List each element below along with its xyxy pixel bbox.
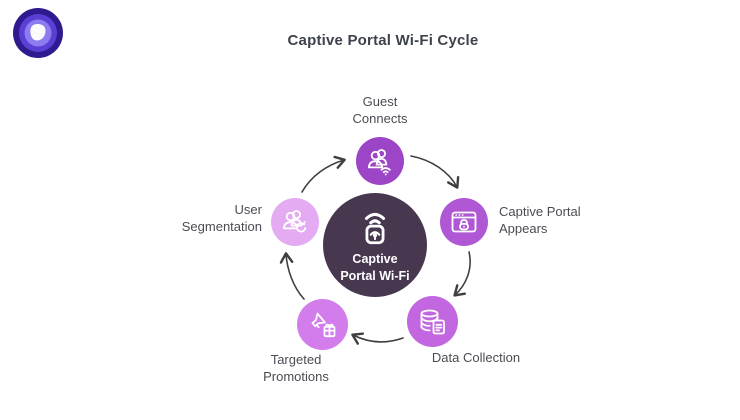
arrow-promotions-to-segmentation (279, 252, 305, 300)
node-captive-portal-appears-circle (440, 198, 488, 246)
arrow-portal-to-data (453, 251, 471, 297)
browser-lock-icon (448, 206, 480, 238)
arrow-guest-to-portal (410, 155, 460, 189)
database-document-icon (417, 306, 449, 338)
node-captive-portal-appears-label: Captive Portal Appears (499, 204, 581, 236)
node-targeted-promotions-label: Targeted Promotions (263, 352, 329, 384)
brand-logo-icon (13, 8, 63, 58)
wifi-padlock-icon (356, 206, 394, 250)
megaphone-gift-icon (307, 309, 339, 341)
arrow-data-to-promotions (351, 332, 404, 345)
node-targeted-promotions-circle (297, 299, 348, 350)
brand-logo[interactable] (12, 7, 64, 59)
page-title: Captive Portal Wi-Fi Cycle (287, 32, 479, 49)
center-node: Captive Portal Wi-Fi (323, 193, 427, 297)
users-refresh-icon (279, 206, 311, 238)
node-guest-connects-circle (356, 137, 404, 185)
node-data-collection-circle (407, 296, 458, 347)
users-wifi-icon (364, 145, 396, 176)
node-data-collection-label: Data Collection (431, 350, 521, 365)
node-user-segmentation-circle (271, 198, 319, 246)
node-user-segmentation-label: User Segmentation (181, 202, 262, 234)
node-guest-connects-label: Guest Connects (352, 94, 408, 126)
center-node-label: Captive Portal Wi-Fi (340, 252, 410, 283)
arrow-segmentation-to-guest (301, 155, 346, 193)
